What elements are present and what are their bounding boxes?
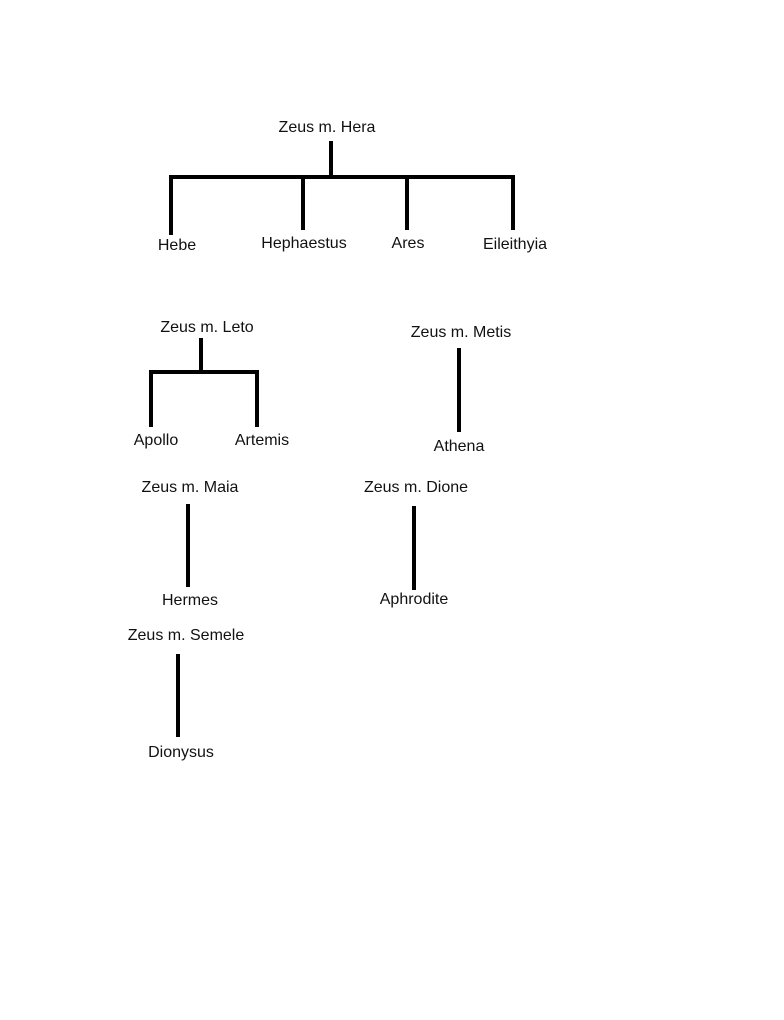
child-label: Dionysus [148, 744, 214, 762]
child-label: Eileithyia [483, 236, 547, 254]
child-label: Artemis [235, 432, 289, 450]
parents-label: Zeus m. Hera [279, 119, 376, 137]
parents-label: Zeus m. Leto [160, 319, 253, 337]
parents-label: Zeus m. Dione [364, 479, 468, 497]
parents-label: Zeus m. Semele [128, 627, 244, 645]
child-label: Hephaestus [261, 235, 346, 253]
child-label: Athena [434, 438, 485, 456]
child-label: Hermes [162, 592, 218, 610]
child-label: Apollo [134, 432, 178, 450]
child-label: Aphrodite [380, 591, 449, 609]
parents-label: Zeus m. Metis [411, 324, 511, 342]
parents-label: Zeus m. Maia [142, 479, 239, 497]
child-label: Hebe [158, 237, 196, 255]
child-label: Ares [392, 235, 425, 253]
